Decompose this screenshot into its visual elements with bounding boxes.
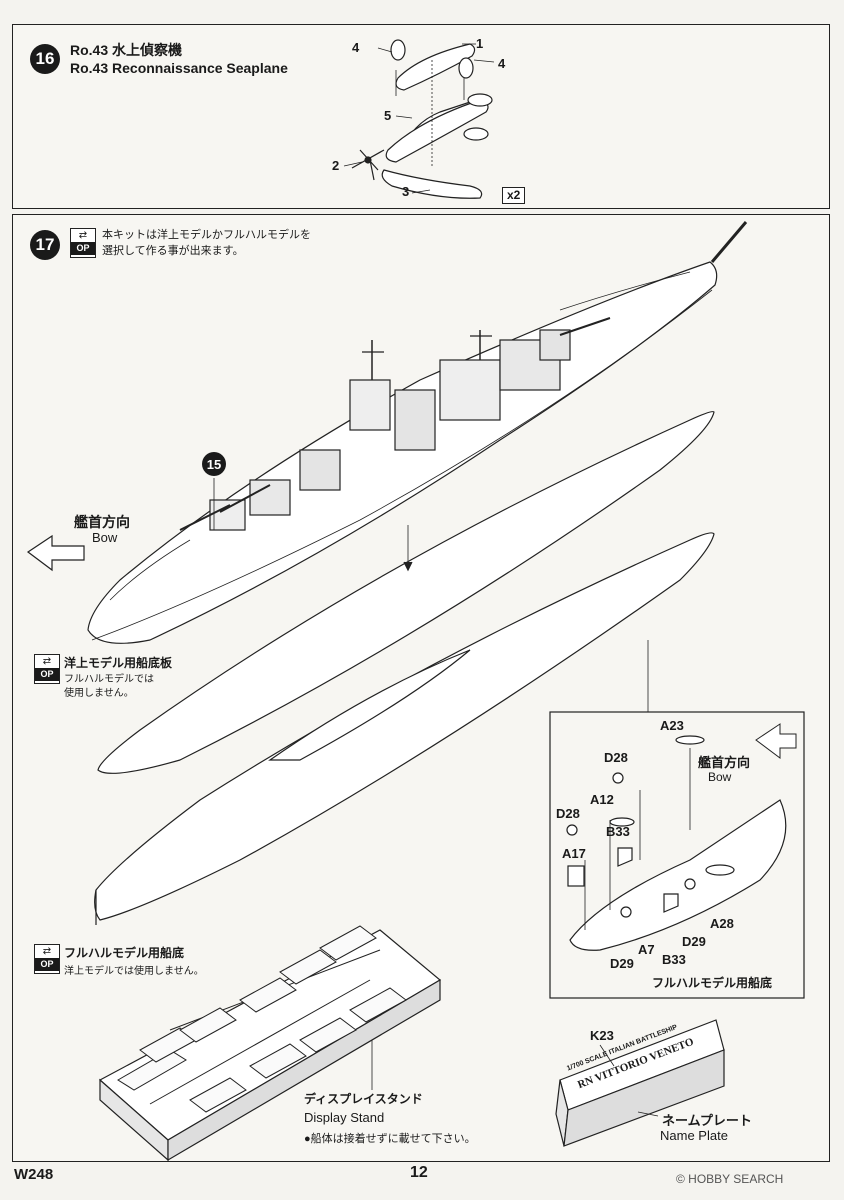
part-label: D29 bbox=[610, 956, 634, 971]
waterline-note2: 使用しません。 bbox=[64, 688, 134, 699]
step17-number: 17 bbox=[30, 230, 60, 260]
stand-label-en: Display Stand bbox=[304, 1110, 385, 1125]
nameplate-label-en: Name Plate bbox=[660, 1128, 728, 1143]
quantity-badge: x2 bbox=[502, 187, 526, 204]
stand-note: ●船体は接着せずに載せて下さい。 bbox=[304, 1133, 476, 1145]
detail-caption: フルハルモデル用船底 bbox=[652, 976, 773, 990]
stand-label-jp: ディスプレイスタンド bbox=[304, 1092, 423, 1106]
swap-icon: ⇄ bbox=[42, 656, 52, 667]
part-label: 5 bbox=[384, 108, 392, 123]
detail-bow-jp: 艦首方向 bbox=[698, 755, 751, 770]
page-number: 12 bbox=[410, 1164, 428, 1181]
step16-number: 16 bbox=[30, 44, 60, 74]
fullhull-note: 洋上モデルでは使用しません。 bbox=[64, 966, 204, 977]
optional-icon: ⇄ OP bbox=[34, 654, 60, 684]
op-label: OP bbox=[35, 668, 59, 681]
waterline-title: 洋上モデル用船底板 bbox=[64, 656, 173, 670]
nameplate-label-jp: ネームプレート bbox=[662, 1113, 752, 1128]
optional-icon: ⇄ OP bbox=[70, 228, 96, 258]
part-label: D29 bbox=[682, 934, 706, 949]
part-label: A7 bbox=[638, 942, 655, 957]
part-label: 4 bbox=[498, 56, 506, 71]
part-label: 1 bbox=[476, 36, 484, 51]
step16-title-en: Ro.43 Reconnaissance Seaplane bbox=[70, 60, 288, 76]
part-label: 2 bbox=[332, 158, 340, 173]
part-label: A23 bbox=[660, 718, 684, 733]
part-label: 3 bbox=[402, 184, 410, 199]
detail-bow-en: Bow bbox=[708, 770, 732, 784]
step17-note-line2: 選択して作る事が出来ます。 bbox=[102, 245, 244, 257]
watermark: © HOBBY SEARCH bbox=[676, 1172, 784, 1186]
ref-step-marker: 15 bbox=[202, 452, 226, 476]
part-label: D28 bbox=[556, 806, 580, 821]
part-label: A12 bbox=[590, 792, 614, 807]
swap-icon: ⇄ bbox=[78, 230, 88, 241]
fullhull-title: フルハルモデル用船底 bbox=[64, 946, 185, 960]
product-code: W248 bbox=[14, 1166, 54, 1183]
part-label: D28 bbox=[604, 750, 628, 765]
step16-title-jp: Ro.43 水上偵察機 bbox=[70, 42, 183, 58]
part-label: 4 bbox=[352, 40, 360, 55]
part-label: A28 bbox=[710, 916, 734, 931]
part-label: B33 bbox=[662, 952, 686, 967]
step17-note-line1: 本キットは洋上モデルかフルハルモデルを bbox=[102, 229, 311, 241]
part-label: B33 bbox=[606, 824, 630, 839]
bow-label-en: Bow bbox=[92, 530, 118, 545]
op-label: OP bbox=[71, 242, 95, 255]
op-label: OP bbox=[35, 958, 59, 971]
part-label: A17 bbox=[562, 846, 586, 861]
waterline-note1: フルハルモデルでは bbox=[64, 674, 154, 685]
swap-icon: ⇄ bbox=[42, 946, 52, 957]
optional-icon: ⇄ OP bbox=[34, 944, 60, 974]
bow-label-jp: 艦首方向 bbox=[74, 514, 130, 530]
nameplate-part: K23 bbox=[590, 1028, 614, 1043]
